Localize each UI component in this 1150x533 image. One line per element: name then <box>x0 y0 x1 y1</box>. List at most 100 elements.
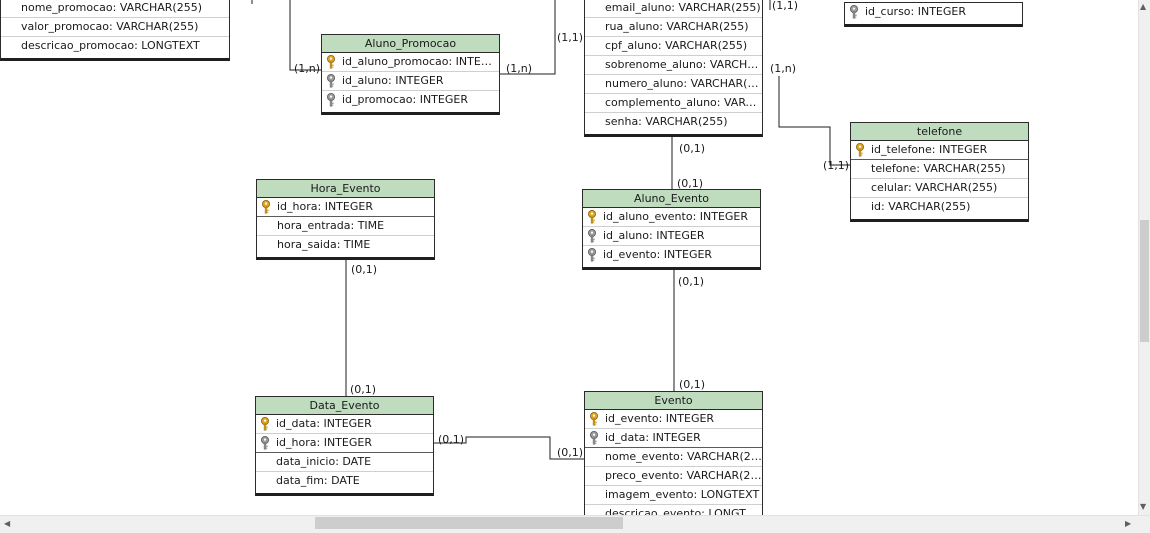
foreign-key-attribute[interactable]: id_curso: INTEGER <box>845 3 1022 21</box>
entity-evento[interactable]: Evento id_evento: INTEGER id_data: INTEGER… <box>584 391 763 515</box>
entity-hora-evento[interactable]: Hora_Evento id_hora: INTEGER hora_entrada:… <box>256 179 435 260</box>
attribute-row[interactable]: complemento_aluno: VARCHAR(255) <box>585 94 762 113</box>
attribute-label: id: VARCHAR(255) <box>871 200 971 213</box>
attribute-label: rua_aluno: VARCHAR(255) <box>605 20 749 33</box>
entity-title: Evento <box>585 392 762 410</box>
attribute-label: telefone: VARCHAR(255) <box>871 162 1006 175</box>
attribute-label: preco_evento: VARCHAR(255) <box>605 469 762 482</box>
attribute-label: id_aluno: INTEGER <box>603 229 705 242</box>
link-promocao-aluno-promocao <box>289 0 322 71</box>
primary-key-icon <box>590 412 598 426</box>
attribute-row[interactable]: hora_saida: TIME <box>257 236 434 254</box>
entity-promocao[interactable]: nome_promocao: VARCHAR(255) valor_promoca… <box>0 0 230 61</box>
foreign-key-attribute[interactable]: id_aluno: INTEGER <box>322 72 499 91</box>
primary-key-attribute[interactable]: id_evento: INTEGER <box>585 410 762 429</box>
primary-key-attribute[interactable]: id_aluno_promocao: INTEGER <box>322 53 499 72</box>
attribute-label: numero_aluno: VARCHAR(255) <box>605 77 762 90</box>
attribute-row[interactable]: id: VARCHAR(255) <box>851 198 1028 216</box>
scroll-up-arrow[interactable]: ▲ <box>1140 2 1147 11</box>
scroll-right-arrow[interactable]: ▶ <box>1125 519 1132 528</box>
attribute-row[interactable]: numero_aluno: VARCHAR(255) <box>585 75 762 94</box>
relationship-lines <box>251 0 851 460</box>
attribute-label: id_telefone: INTEGER <box>871 143 988 156</box>
primary-key-icon <box>588 210 596 224</box>
attribute-row[interactable]: descricao_evento: LONGTEXT <box>585 505 762 515</box>
entity-footer <box>583 264 760 267</box>
link-data-evento <box>434 436 585 460</box>
entity-title: Hora_Evento <box>257 180 434 198</box>
primary-key-attribute[interactable]: id_data: INTEGER <box>256 415 433 434</box>
foreign-key-attribute[interactable]: id_data: INTEGER <box>585 429 762 448</box>
card-assoc-side-promocao: (1,n) <box>506 62 533 75</box>
card-data-top: (0,1) <box>350 383 377 396</box>
card-aluno-side-promocao: (1,1) <box>557 31 584 44</box>
attribute-label: id_hora: INTEGER <box>277 200 373 213</box>
entity-footer <box>322 109 499 112</box>
attribute-row[interactable]: nome_promocao: VARCHAR(255) <box>1 0 229 18</box>
attribute-label: complemento_aluno: VARCHAR(255) <box>605 96 762 109</box>
attribute-label: id_data: INTEGER <box>605 431 701 444</box>
vertical-scroll-thumb[interactable] <box>1140 220 1149 342</box>
attribute-row[interactable]: data_fim: DATE <box>256 472 433 490</box>
foreign-key-attribute[interactable]: id_hora: INTEGER <box>256 434 433 453</box>
attribute-row[interactable]: nome_evento: VARCHAR(255) <box>585 448 762 467</box>
attribute-label: id_promocao: INTEGER <box>342 93 468 106</box>
attribute-label: id_aluno: INTEGER <box>342 74 444 87</box>
horizontal-scroll-thumb[interactable] <box>315 517 623 529</box>
primary-key-attribute[interactable]: id_aluno_evento: INTEGER <box>583 208 760 227</box>
attribute-row[interactable]: rua_aluno: VARCHAR(255) <box>585 18 762 37</box>
attribute-label: id_aluno_promocao: INTEGER <box>342 55 499 68</box>
entity-footer <box>256 490 433 493</box>
primary-key-attribute[interactable]: id_telefone: INTEGER <box>851 141 1028 160</box>
attribute-row[interactable]: senha: VARCHAR(255) <box>585 113 762 131</box>
entity-footer <box>845 21 1022 24</box>
attribute-row[interactable]: email_aluno: VARCHAR(255) <box>585 0 762 18</box>
card-hora-side: (0,1) <box>351 263 378 276</box>
foreign-key-icon <box>588 229 596 243</box>
attribute-row[interactable]: preco_evento: VARCHAR(255) <box>585 467 762 486</box>
card-telefone-side: (1,1) <box>823 159 850 172</box>
link-aluno-telefone <box>778 76 851 166</box>
attribute-row[interactable]: sobrenome_aluno: VARCHAR(255) <box>585 56 762 75</box>
entity-aluno[interactable]: email_aluno: VARCHAR(255) rua_aluno: VARC… <box>584 0 763 137</box>
entity-curso[interactable]: id_curso: INTEGER <box>844 2 1023 27</box>
attribute-label: celular: VARCHAR(255) <box>871 181 998 194</box>
foreign-key-attribute[interactable]: id_aluno: INTEGER <box>583 227 760 246</box>
primary-key-attribute[interactable]: id_hora: INTEGER <box>257 198 434 217</box>
attribute-row[interactable]: descricao_promocao: LONGTEXT <box>1 37 229 55</box>
attribute-row[interactable]: telefone: VARCHAR(255) <box>851 160 1028 179</box>
entity-footer <box>257 254 434 257</box>
scroll-down-arrow[interactable]: ▼ <box>1140 502 1147 511</box>
attribute-label: data_fim: DATE <box>276 474 360 487</box>
attribute-label: cpf_aluno: VARCHAR(255) <box>605 39 748 52</box>
attribute-row[interactable]: hora_entrada: TIME <box>257 217 434 236</box>
attribute-label: imagem_evento: LONGTEXT <box>605 488 760 501</box>
primary-key-icon <box>261 417 269 431</box>
scroll-left-arrow[interactable]: ◀ <box>4 519 11 528</box>
card-assoc-bottom-evento: (0,1) <box>678 275 705 288</box>
attribute-label: sobrenome_aluno: VARCHAR(255) <box>605 58 762 71</box>
attribute-row[interactable]: valor_promocao: VARCHAR(255) <box>1 18 229 37</box>
link-aluno-promocao-aluno <box>499 0 556 75</box>
foreign-key-icon <box>588 248 596 262</box>
attribute-row[interactable]: data_inicio: DATE <box>256 453 433 472</box>
foreign-key-attribute[interactable]: id_promocao: INTEGER <box>322 91 499 109</box>
attribute-row[interactable]: cpf_aluno: VARCHAR(255) <box>585 37 762 56</box>
er-diagram-canvas[interactable]: nome_promocao: VARCHAR(255) valor_promoca… <box>0 0 1138 515</box>
entity-telefone[interactable]: telefone id_telefone: INTEGER telefone: VA… <box>850 122 1029 222</box>
attribute-row[interactable]: celular: VARCHAR(255) <box>851 179 1028 198</box>
card-promocao-side: (1,n) <box>294 62 321 75</box>
attribute-row[interactable]: imagem_evento: LONGTEXT <box>585 486 762 505</box>
card-data-side-evento: (0,1) <box>438 433 465 446</box>
foreign-key-attribute[interactable]: id_evento: INTEGER <box>583 246 760 264</box>
attribute-label: id_evento: INTEGER <box>605 412 715 425</box>
primary-key-icon <box>327 55 335 69</box>
attribute-label: descricao_promocao: LONGTEXT <box>21 39 200 52</box>
entity-title: telefone <box>851 123 1028 141</box>
primary-key-icon <box>262 200 270 214</box>
attribute-label: senha: VARCHAR(255) <box>605 115 728 128</box>
attribute-label: valor_promocao: VARCHAR(255) <box>21 20 199 33</box>
